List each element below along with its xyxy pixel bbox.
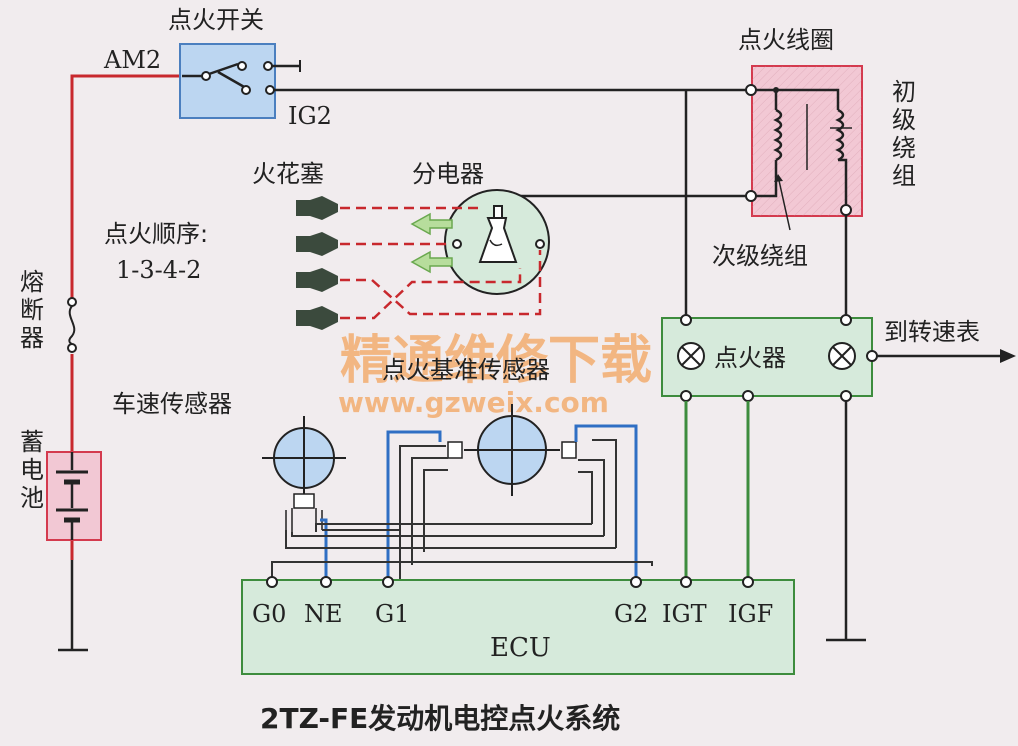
primary-winding-label: 初级绕组 [892, 78, 916, 190]
ecu-pin-g2: G2 [614, 600, 648, 628]
igniter-lamp-right [828, 342, 856, 370]
spark-plug-leads [340, 206, 542, 320]
watermark: 精通维修下载 www.gzweix.com [338, 331, 652, 419]
igniter-label: 点火器 [714, 344, 786, 372]
power-supply-line [58, 74, 182, 652]
speed-sensor-label: 车速传感器 [112, 390, 232, 418]
ignition-switch-label: 点火开关 [168, 6, 264, 34]
watermark-title: 精通维修下载 [340, 331, 652, 391]
ignition-reference-sensor [447, 404, 577, 496]
ecu-pin-g1: G1 [375, 600, 409, 628]
ecu-module: G0 NE G1 G2 IGT IGF ECU [241, 576, 795, 675]
battery [46, 451, 102, 541]
fuse [62, 297, 82, 354]
spark-plug-2 [296, 232, 338, 256]
speed-sensor [262, 416, 346, 532]
high-tension-lead [518, 194, 746, 212]
spark-plugs [296, 196, 338, 330]
ig2-label: IG2 [288, 102, 332, 130]
ignition-coil [745, 65, 863, 231]
watermark-url: www.gzweix.com [338, 386, 609, 419]
distributor-label: 分电器 [412, 160, 484, 188]
spark-plug-3 [296, 268, 338, 292]
igniter-lamp-left [677, 342, 705, 370]
tachometer-output [877, 349, 1016, 363]
tachometer-label: 到转速表 [884, 318, 980, 346]
ecu-pin-igt: IGT [662, 600, 707, 628]
firing-direction-arrows [410, 212, 453, 274]
spark-plug-4 [296, 306, 338, 330]
ignition-ref-sensor-label: 点火基准传感器 [382, 356, 550, 384]
ignition-coil-label: 点火线圈 [738, 26, 834, 54]
distributor [444, 189, 550, 295]
igniter [661, 314, 878, 402]
spark-plug-1 [296, 196, 338, 220]
firing-order-title: 点火顺序: [104, 220, 208, 248]
spark-plug-label: 火花塞 [252, 160, 324, 188]
sensor-harness [271, 424, 653, 580]
am2-label: AM2 [103, 46, 161, 74]
ignition-switch [179, 43, 301, 119]
diagram-caption: 2TZ-FE发动机电控点火系统 [260, 702, 620, 735]
secondary-winding-label: 次级绕组 [712, 242, 808, 270]
battery-label: 蓄电池 [20, 428, 44, 512]
ecu-pin-igf: IGF [728, 600, 773, 628]
ecu-pin-ne: NE [304, 600, 343, 628]
ecu-label: ECU [490, 633, 551, 663]
ecu-pin-g0: G0 [252, 600, 286, 628]
fuse-label: 熔断器 [20, 268, 44, 352]
firing-order-value: 1-3-4-2 [116, 256, 201, 284]
